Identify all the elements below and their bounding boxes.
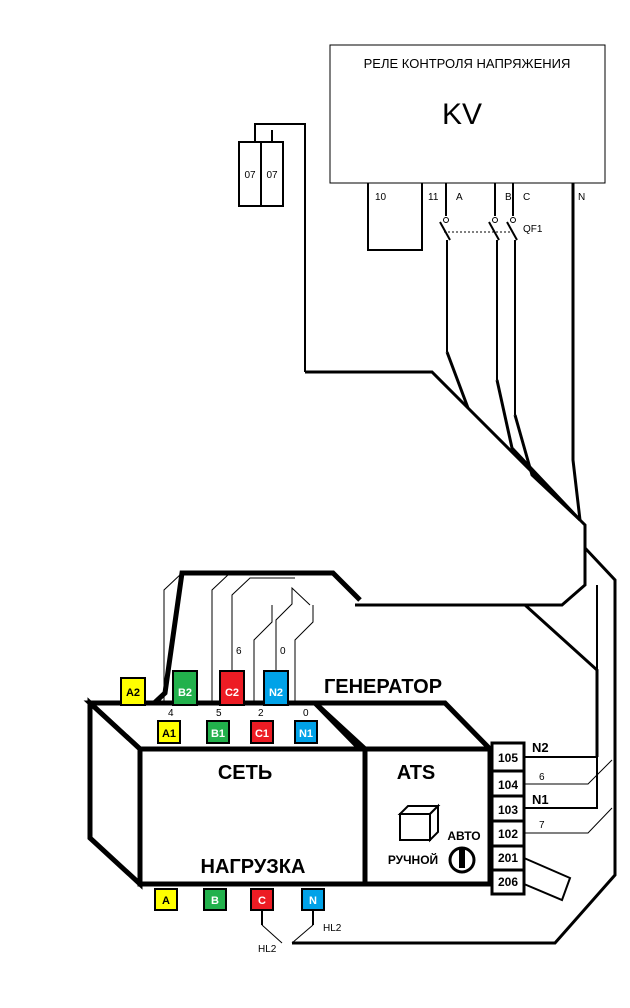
terminal-load-b: B (203, 888, 227, 911)
relay-pin-c: C (523, 192, 530, 203)
wire-label-n2: N2 (532, 740, 549, 755)
wire-number-2: 2 (258, 708, 264, 719)
wire-label-6: 6 (539, 772, 545, 783)
hl2-label-2: HL2 (323, 923, 342, 934)
wire-label-7: 7 (539, 820, 545, 831)
fuse-2-label: 07 (266, 170, 278, 181)
terminal-201: 201 (498, 851, 518, 865)
manual-mode-label: РУЧНОЙ (388, 852, 438, 867)
terminal-n1: N1 (294, 720, 318, 744)
svg-text:N2: N2 (269, 687, 283, 699)
fuse-2 (260, 141, 284, 207)
breaker-qf1: QF1 (439, 183, 543, 415)
load-terminals: A B C N HL2 HL2 (154, 888, 342, 955)
svg-text:N: N (309, 895, 317, 907)
generator-label: ГЕНЕРАТОР (324, 676, 442, 698)
terminal-load-n: N (301, 888, 325, 911)
wire-number-0b: 0 (280, 646, 286, 657)
wire-number-6: 6 (236, 646, 242, 657)
terminal-n2: N2 (263, 670, 289, 706)
ats-label: ATS (397, 762, 436, 784)
fuse-1-label: 07 (244, 170, 256, 181)
hl2-label-1: HL2 (258, 944, 277, 955)
fuse-block: 07 07 (238, 123, 306, 372)
terminal-load-c: C (250, 888, 274, 911)
terminal-a2: A2 (120, 677, 146, 706)
terminal-block: 105 104 103 102 201 206 N2 6 N1 7 (490, 585, 613, 902)
voltage-relay-body (329, 44, 606, 184)
relay-contact-wires (367, 183, 423, 251)
relay-pin-10: 10 (375, 192, 387, 203)
voltage-relay: РЕЛЕ КОНТРОЛЯ НАПРЯЖЕНИЯ KV 10 11 A B C … (329, 44, 606, 203)
terminal-206: 206 (498, 875, 518, 889)
svg-text:C2: C2 (225, 687, 239, 699)
terminal-104: 104 (498, 778, 518, 792)
load-label: НАГРУЗКА (201, 856, 306, 878)
breaker-label: QF1 (523, 224, 543, 235)
terminal-b1: B1 (206, 720, 230, 744)
svg-text:A1: A1 (162, 728, 176, 740)
relay-pin-11: 11 (428, 192, 439, 203)
wire-number-4: 4 (168, 708, 174, 719)
voltage-relay-title: РЕЛЕ КОНТРОЛЯ НАПРЯЖЕНИЯ (364, 56, 571, 71)
generator-terminals: A2 B2 C2 N2 (120, 670, 289, 706)
terminal-b2: B2 (172, 670, 198, 706)
auto-mode-label: АВТО (447, 829, 480, 843)
voltage-relay-code: KV (442, 98, 482, 131)
terminal-load-a: A (154, 888, 178, 911)
svg-text:C: C (258, 895, 266, 907)
svg-text:B: B (211, 895, 219, 907)
terminal-102: 102 (498, 827, 518, 841)
terminal-103: 103 (498, 803, 518, 817)
svg-text:B1: B1 (211, 728, 225, 740)
wire-numbers: 4 5 2 0 6 0 (168, 646, 309, 719)
terminal-c2: C2 (219, 670, 245, 706)
relay-pin-n: N (578, 192, 585, 203)
svg-text:A: A (162, 895, 170, 907)
wire-number-0: 0 (303, 708, 309, 719)
ats-enclosure: СЕТЬ ГЕНЕРАТОР НАГРУЗКА ATS АВТО РУЧНОЙ (83, 676, 496, 890)
svg-text:C1: C1 (255, 728, 269, 740)
svg-text:N1: N1 (299, 728, 313, 740)
wire-label-n1: N1 (532, 792, 549, 807)
terminal-c1: C1 (250, 720, 274, 744)
mode-switch-knob[interactable] (448, 846, 476, 874)
relay-pin-a: A (456, 192, 463, 203)
cable-harness (292, 183, 617, 945)
selector-cube-icon (397, 803, 441, 843)
terminal-105: 105 (498, 751, 518, 765)
terminal-a1: A1 (157, 720, 181, 744)
mains-terminals: A1 B1 C1 N1 (157, 720, 318, 744)
wire-number-5: 5 (216, 708, 222, 719)
relay-pin-b: B (505, 192, 512, 203)
mains-label: СЕТЬ (218, 762, 272, 784)
svg-text:A2: A2 (126, 687, 140, 699)
generator-wires (163, 572, 314, 718)
svg-text:B2: B2 (178, 687, 192, 699)
